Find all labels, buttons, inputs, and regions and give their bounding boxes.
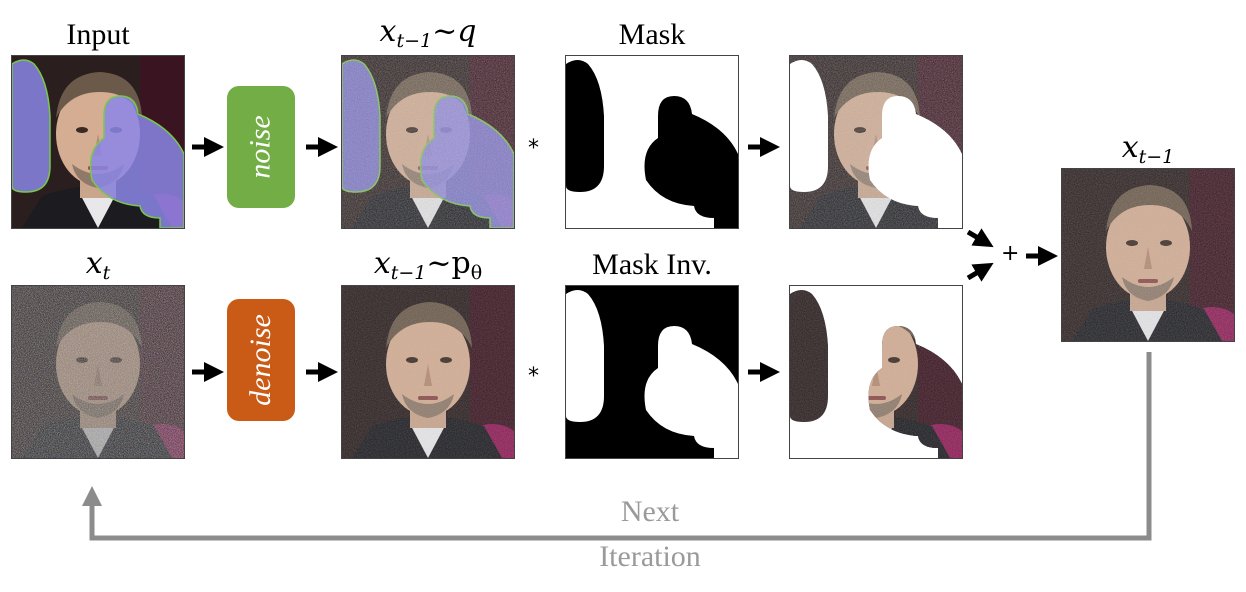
input-label: Input (66, 18, 130, 51)
xp-sub: t−1 (390, 262, 427, 284)
mask-image (565, 55, 739, 229)
plus-operator: + (1001, 241, 1020, 266)
output-image (1061, 168, 1235, 342)
xt-label: xt (11, 246, 185, 284)
arrow-top-to-plus (966, 228, 994, 248)
noise-box: noise (227, 86, 295, 208)
arrow-bottom-to-plus (966, 262, 994, 282)
noised-input-image (341, 55, 515, 229)
multiply-bottom-operator: * (528, 364, 539, 389)
masked-generated-image (789, 285, 963, 459)
xp-tail: ~p (426, 246, 471, 281)
xp-label: xt−1~pθ (341, 246, 515, 284)
xq-base: x (379, 14, 397, 49)
xt-base: x (85, 246, 103, 281)
multiply-top-operator: * (528, 136, 539, 161)
mask-inverse-image (565, 285, 739, 459)
xp-theta: θ (470, 262, 483, 284)
masked-known-image (789, 55, 963, 229)
xq-tail: ~q (432, 14, 477, 49)
xp-base: x (373, 246, 391, 281)
xt-sub: t (102, 262, 111, 284)
xt-noisy-image (11, 285, 185, 459)
loop-label-iteration: Iteration (599, 540, 701, 573)
mask-inv-label: Mask Inv. (592, 248, 712, 281)
denoised-image (341, 285, 515, 459)
output-sub: t−1 (1138, 146, 1175, 168)
output-label: xt−1 (1061, 130, 1235, 168)
mask-label: Mask (618, 18, 686, 51)
denoise-box-label: denoise (244, 314, 278, 406)
input-image (11, 55, 185, 229)
xq-sub: t−1 (396, 30, 433, 52)
noise-box-label: noise (243, 115, 277, 179)
loop-label-next: Next (620, 495, 680, 528)
denoise-box: denoise (227, 299, 295, 421)
xq-label: xt−1~q (341, 14, 515, 52)
output-base: x (1121, 130, 1139, 165)
